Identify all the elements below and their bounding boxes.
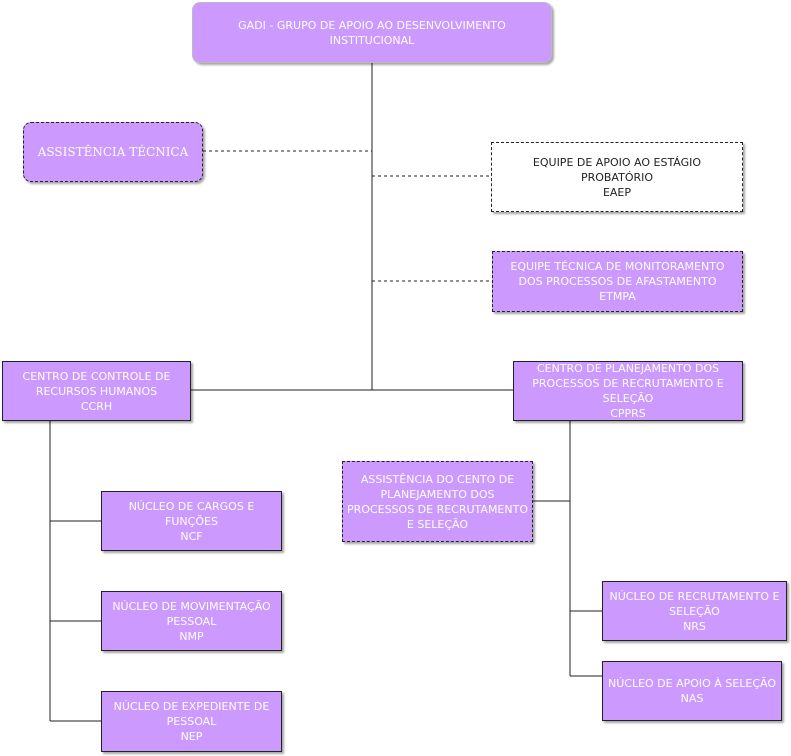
assistencia-cpprs-label: ASSISTÊNCIA DO CENTO DE PLANEJAMENTO DOS… <box>347 472 528 531</box>
ccrh-label: CENTRO DE CONTROLE DE RECURSOS HUMANOS C… <box>22 369 171 413</box>
nmp-box: NÚCLEO DE MOVIMENTAÇÃO PESSOAL NMP <box>101 591 282 651</box>
etmpa-box: EQUIPE TÉCNICA DE MONITORAMENTO DOS PROC… <box>492 251 743 312</box>
nas-box: NÚCLEO DE APOIO À SELEÇÃO NAS <box>602 661 782 721</box>
eaep-box: EQUIPE DE APOIO AO ESTÁGIO PROBATÓRIO EA… <box>491 142 743 212</box>
nep-label: NÚCLEO DE EXPEDIENTE DE PESSOAL NEP <box>113 700 270 743</box>
nrs-box: NÚCLEO DE RECRUTAMENTO E SELEÇÃO NRS <box>602 581 787 641</box>
nrs-label: NÚCLEO DE RECRUTAMENTO E SELEÇÃO NRS <box>609 589 780 633</box>
assistencia-tecnica-label: ASSISTÊNCIA TÉCNICA <box>37 144 189 159</box>
cpprs-label: CENTRO DE PLANEJAMENTO DOS PROCESSOS DE … <box>532 362 724 420</box>
gadi-box: GADI - GRUPO DE APOIO AO DESENVOLVIMENTO… <box>192 2 552 63</box>
nep-box: NÚCLEO DE EXPEDIENTE DE PESSOAL NEP <box>101 691 282 752</box>
ccrh-box: CENTRO DE CONTROLE DE RECURSOS HUMANOS C… <box>2 361 191 421</box>
nas-label: NÚCLEO DE APOIO À SELEÇÃO NAS <box>607 677 777 705</box>
etmpa-label: EQUIPE TÉCNICA DE MONITORAMENTO DOS PROC… <box>510 260 725 303</box>
ncf-box: NÚCLEO DE CARGOS E FUNÇÕES NCF <box>101 491 282 551</box>
gadi-label: GADI - GRUPO DE APOIO AO DESENVOLVIMENTO… <box>238 18 506 47</box>
assistencia-tecnica-box: ASSISTÊNCIA TÉCNICA <box>23 122 203 182</box>
ncf-label: NÚCLEO DE CARGOS E FUNÇÕES NCF <box>128 499 255 543</box>
cpprs-box: CENTRO DE PLANEJAMENTO DOS PROCESSOS DE … <box>513 361 743 421</box>
eaep-label: EQUIPE DE APOIO AO ESTÁGIO PROBATÓRIO EA… <box>532 155 702 199</box>
assistencia-cpprs-box: ASSISTÊNCIA DO CENTO DE PLANEJAMENTO DOS… <box>342 461 533 542</box>
nmp-label: NÚCLEO DE MOVIMENTAÇÃO PESSOAL NMP <box>112 599 271 643</box>
